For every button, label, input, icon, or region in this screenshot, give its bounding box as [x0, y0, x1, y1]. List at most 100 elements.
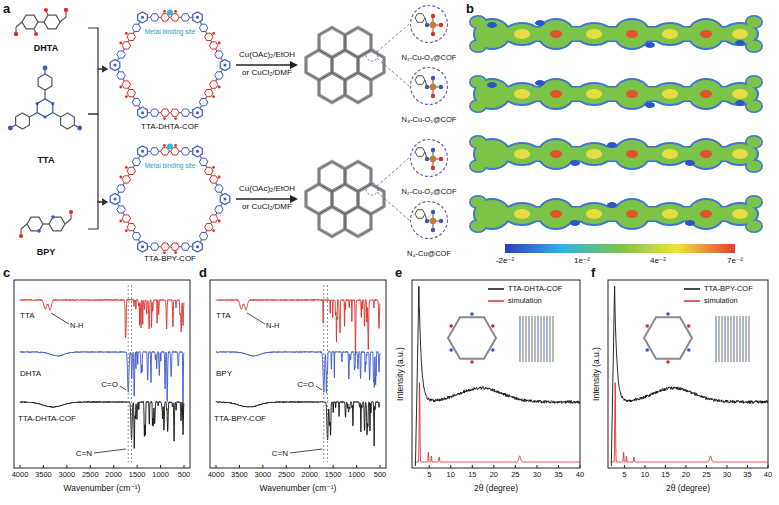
axis-tick: 40 — [764, 471, 772, 479]
spectrum-name: TTA-BPY-COF — [214, 415, 266, 424]
esp-patch — [586, 209, 602, 219]
reaction-arrow — [236, 64, 292, 65]
arrow-head — [102, 199, 108, 206]
atom — [125, 166, 128, 169]
atom — [114, 198, 117, 201]
ring — [358, 50, 384, 80]
ring — [132, 99, 140, 106]
axis-title: Intensity (a.u.) — [396, 347, 405, 401]
atom — [43, 115, 46, 118]
axis-title: Wavenumber (cm⁻¹) — [64, 484, 141, 493]
atom — [174, 144, 177, 147]
esp-surface — [747, 17, 762, 28]
line — [65, 219, 71, 224]
esp-surface — [747, 197, 762, 208]
stacked-layer — [745, 316, 746, 362]
atom — [212, 95, 215, 98]
esp-surface — [471, 17, 486, 28]
esp-patch — [586, 29, 602, 39]
ring — [171, 109, 179, 116]
ring — [345, 73, 371, 103]
atom — [430, 156, 436, 162]
site-label: N₃-Cu-O₁@COF — [402, 116, 457, 124]
leader-line — [377, 58, 409, 86]
atom — [119, 220, 122, 223]
axis-tick: 2500 — [278, 471, 295, 479]
esp-patch — [732, 29, 748, 39]
ring — [110, 60, 120, 71]
arrow-head — [102, 199, 108, 206]
legend-text: TTA-BPY-COF — [704, 285, 753, 293]
atom — [196, 150, 199, 153]
ring — [358, 184, 384, 214]
connector-line — [88, 69, 103, 114]
esp-surface — [492, 206, 740, 222]
axis-tick: 30 — [723, 471, 731, 479]
arrow-head — [102, 66, 108, 73]
ring — [199, 158, 207, 165]
tick-mark — [262, 465, 263, 468]
ring — [122, 42, 130, 49]
ring — [38, 74, 52, 90]
axis-tick: 35 — [743, 471, 751, 479]
legend-sample — [684, 297, 700, 305]
esp-surface — [492, 28, 740, 41]
axis-tick: 20 — [682, 471, 690, 479]
axis-tick: 25 — [702, 471, 710, 479]
ring — [127, 224, 135, 231]
ring — [415, 14, 425, 23]
atom — [167, 143, 173, 149]
atom — [687, 348, 691, 352]
ring — [122, 81, 130, 88]
ring — [644, 317, 692, 359]
stacked-layer — [543, 316, 544, 362]
ring — [27, 217, 43, 231]
ring — [345, 162, 371, 192]
atom — [431, 14, 435, 18]
monomer-node: DHTA — [4, 2, 88, 54]
ring — [171, 148, 179, 155]
esp-patch — [626, 150, 638, 158]
panel-letter: a — [3, 2, 10, 16]
atom — [119, 86, 122, 89]
tick-mark — [380, 465, 381, 468]
inset-circle: N₃-Cu-O₁@COF — [396, 66, 462, 124]
esp-patch — [550, 210, 562, 218]
ring — [332, 184, 358, 214]
colorbar-tick: -2e⁻² — [496, 257, 514, 266]
atom — [666, 360, 670, 364]
esp-patch — [487, 82, 497, 88]
atom — [174, 10, 177, 13]
esp-surface — [471, 137, 486, 148]
atom — [119, 42, 122, 45]
atom — [196, 16, 199, 19]
ring — [345, 207, 371, 237]
atom — [44, 8, 48, 12]
axis-tick: 3500 — [35, 471, 52, 479]
ring — [210, 81, 218, 88]
ring — [215, 185, 223, 192]
ring — [138, 146, 148, 157]
stacked-layer — [721, 316, 722, 362]
ring — [415, 148, 425, 157]
spectrum-name: TTA — [20, 312, 35, 321]
atom — [425, 23, 429, 27]
esp-surface — [747, 41, 762, 52]
esp-surface — [471, 221, 486, 232]
atom — [212, 166, 215, 169]
framework-name: TTA-BPY-COF — [144, 255, 196, 264]
ring — [127, 33, 135, 40]
inset-circle: N₂-Cu-O₂@COF — [396, 138, 462, 196]
atom — [425, 85, 429, 89]
inset-outline — [409, 138, 449, 178]
ring — [345, 207, 371, 237]
tick-mark — [113, 465, 114, 468]
connector — [88, 66, 108, 115]
legend-line — [488, 300, 504, 302]
ring — [205, 90, 213, 97]
atom — [218, 86, 221, 89]
atom — [491, 348, 495, 352]
atom — [196, 111, 199, 114]
tick-mark — [706, 465, 707, 468]
esp-patch — [586, 149, 602, 159]
